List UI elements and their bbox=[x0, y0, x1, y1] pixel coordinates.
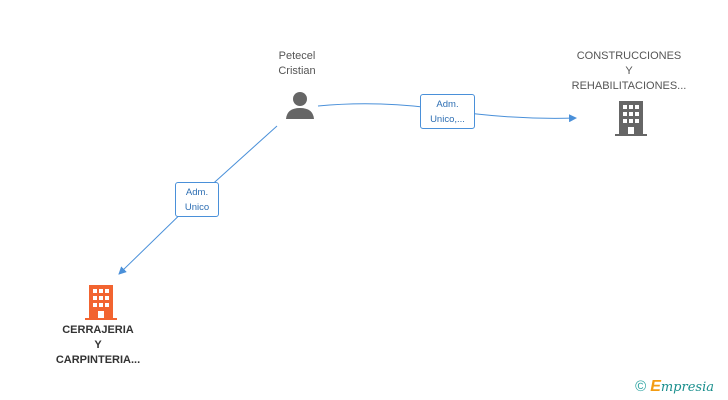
company-construcciones-label[interactable]: CONSTRUCCIONES Y REHABILITACIONES... bbox=[568, 49, 690, 94]
brand-logo-text: mpresia bbox=[660, 380, 714, 395]
edge-label-top-line-1: Adm. bbox=[436, 99, 459, 110]
edge-label-bottom-line-2: Unico bbox=[184, 202, 210, 213]
edge-label-top-line-2: Unico,... bbox=[430, 114, 465, 125]
company-construcciones-line-3: REHABILITACIONES... bbox=[571, 80, 687, 92]
company-construcciones-line-1: CONSTRUCCIONES bbox=[576, 50, 682, 62]
company-cerrajeria-label[interactable]: CERRAJERIA Y CARPINTERIA... bbox=[46, 323, 150, 368]
person-name-line-1: Petecel bbox=[278, 50, 316, 62]
copyright-symbol: © bbox=[635, 378, 647, 395]
company-cerrajeria-line-3: CARPINTERIA... bbox=[55, 354, 141, 366]
brand-logo-letter: E bbox=[650, 378, 661, 395]
person-name-line-2: Cristian bbox=[278, 65, 316, 77]
building-icon[interactable] bbox=[615, 100, 647, 136]
company-cerrajeria-line-2: Y bbox=[94, 339, 102, 351]
edge-label-bottom-line-1: Adm. bbox=[185, 187, 209, 198]
person-name[interactable]: Petecel Cristian bbox=[266, 49, 328, 79]
company-cerrajeria-line-1: CERRAJERIA bbox=[62, 324, 134, 336]
empresia-watermark: ©Empresia bbox=[635, 378, 714, 396]
person-icon[interactable] bbox=[285, 90, 315, 120]
edge-label-adm-unico-bottom[interactable]: Adm. Unico bbox=[175, 182, 219, 217]
company-construcciones-line-2: Y bbox=[625, 65, 633, 77]
edge-label-adm-unico-top[interactable]: Adm. Unico,... bbox=[420, 94, 475, 129]
building-icon[interactable] bbox=[85, 284, 117, 320]
